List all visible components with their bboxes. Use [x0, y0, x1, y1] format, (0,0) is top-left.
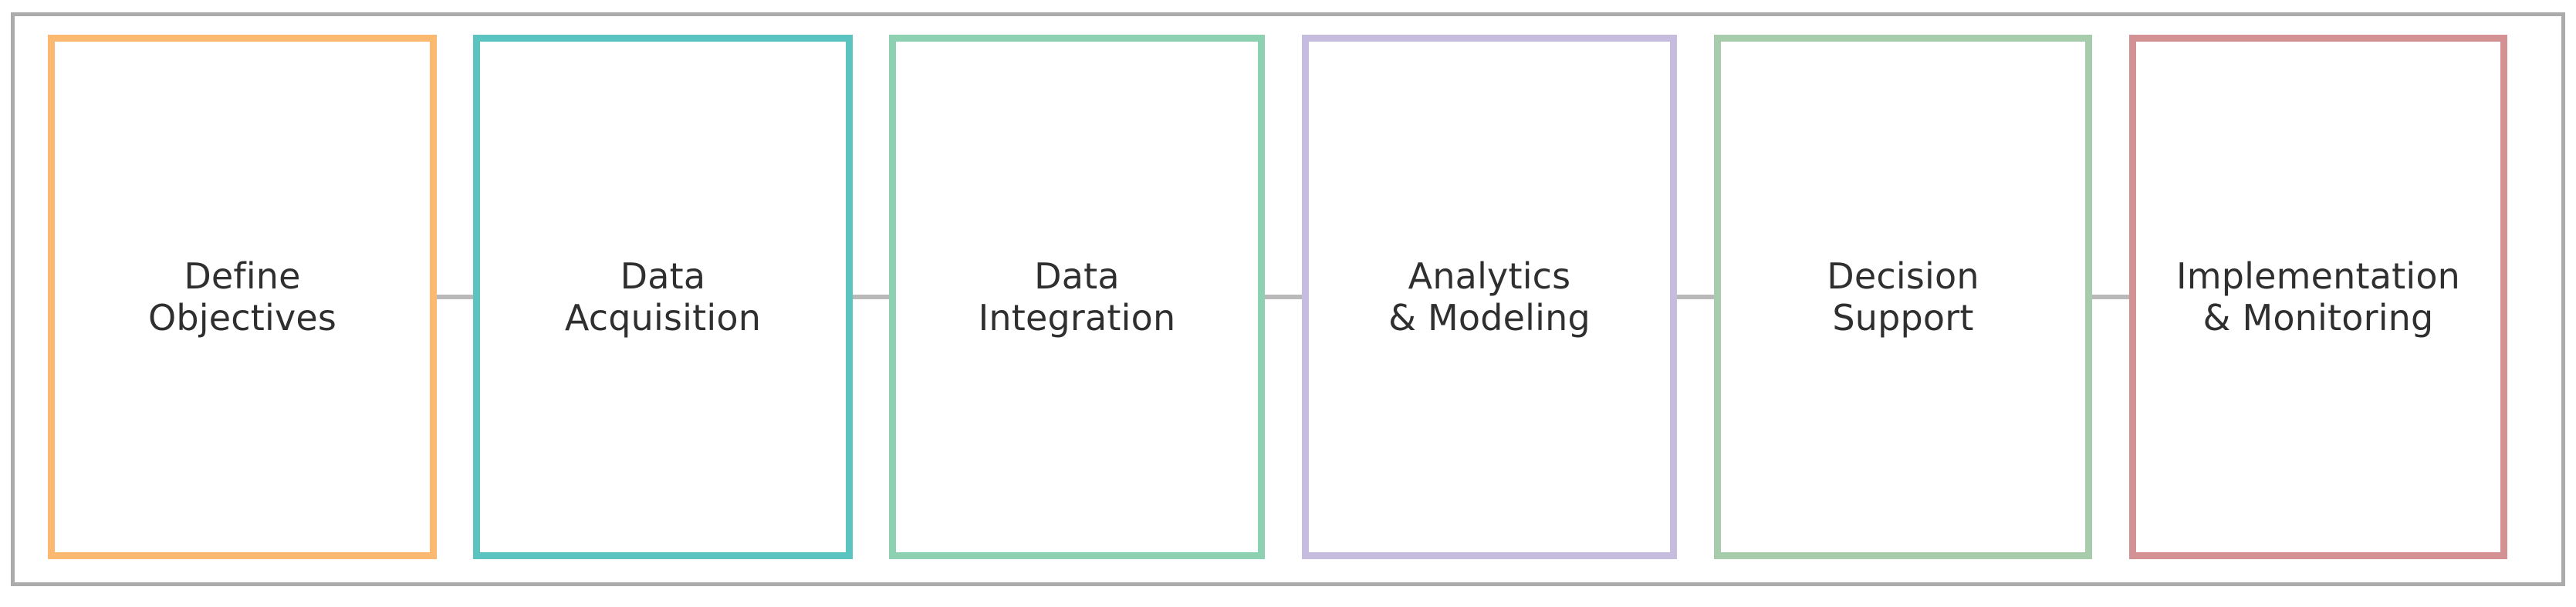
- stage-label-analytics-modeling: Analytics & Modeling: [1388, 255, 1591, 339]
- stage-label-line2: Objectives: [147, 297, 337, 339]
- stage-label-data-acquisition: Data Acquisition: [565, 255, 761, 339]
- stage-label-line2: & Monitoring: [2202, 297, 2434, 339]
- connector-5: [2092, 295, 2129, 299]
- stage-label-line2: Integration: [978, 297, 1176, 339]
- connector-3: [1265, 295, 1302, 299]
- stage-box-data-acquisition[interactable]: Data Acquisition: [473, 35, 853, 559]
- stage-label-line1: Define: [184, 255, 301, 297]
- stage-label-line2: Support: [1832, 297, 1974, 339]
- stage-label-implementation-monitoring: Implementation & Monitoring: [2176, 255, 2460, 339]
- stage-box-implementation-monitoring[interactable]: Implementation & Monitoring: [2129, 35, 2507, 559]
- connector-1: [437, 295, 473, 299]
- stage-label-line1: Data: [620, 255, 706, 297]
- stage-label-line1: Implementation: [2175, 255, 2461, 297]
- stage-box-decision-support[interactable]: Decision Support: [1714, 35, 2092, 559]
- stage-label-line2: Acquisition: [564, 297, 762, 339]
- stage-label-line1: Data: [1034, 255, 1120, 297]
- stage-label-line1: Decision: [1827, 255, 1979, 297]
- stage-box-analytics-modeling[interactable]: Analytics & Modeling: [1302, 35, 1677, 559]
- stage-box-data-integration[interactable]: Data Integration: [889, 35, 1265, 559]
- stage-box-define-objectives[interactable]: Define Objectives: [48, 35, 437, 559]
- stage-label-line1: Analytics: [1408, 255, 1571, 297]
- connector-4: [1677, 295, 1714, 299]
- stage-label-line2: & Modeling: [1388, 297, 1591, 339]
- stage-label-decision-support: Decision Support: [1827, 255, 1979, 339]
- stage-label-define-objectives: Define Objectives: [148, 255, 336, 339]
- connector-2: [853, 295, 889, 299]
- stage-label-data-integration: Data Integration: [979, 255, 1176, 339]
